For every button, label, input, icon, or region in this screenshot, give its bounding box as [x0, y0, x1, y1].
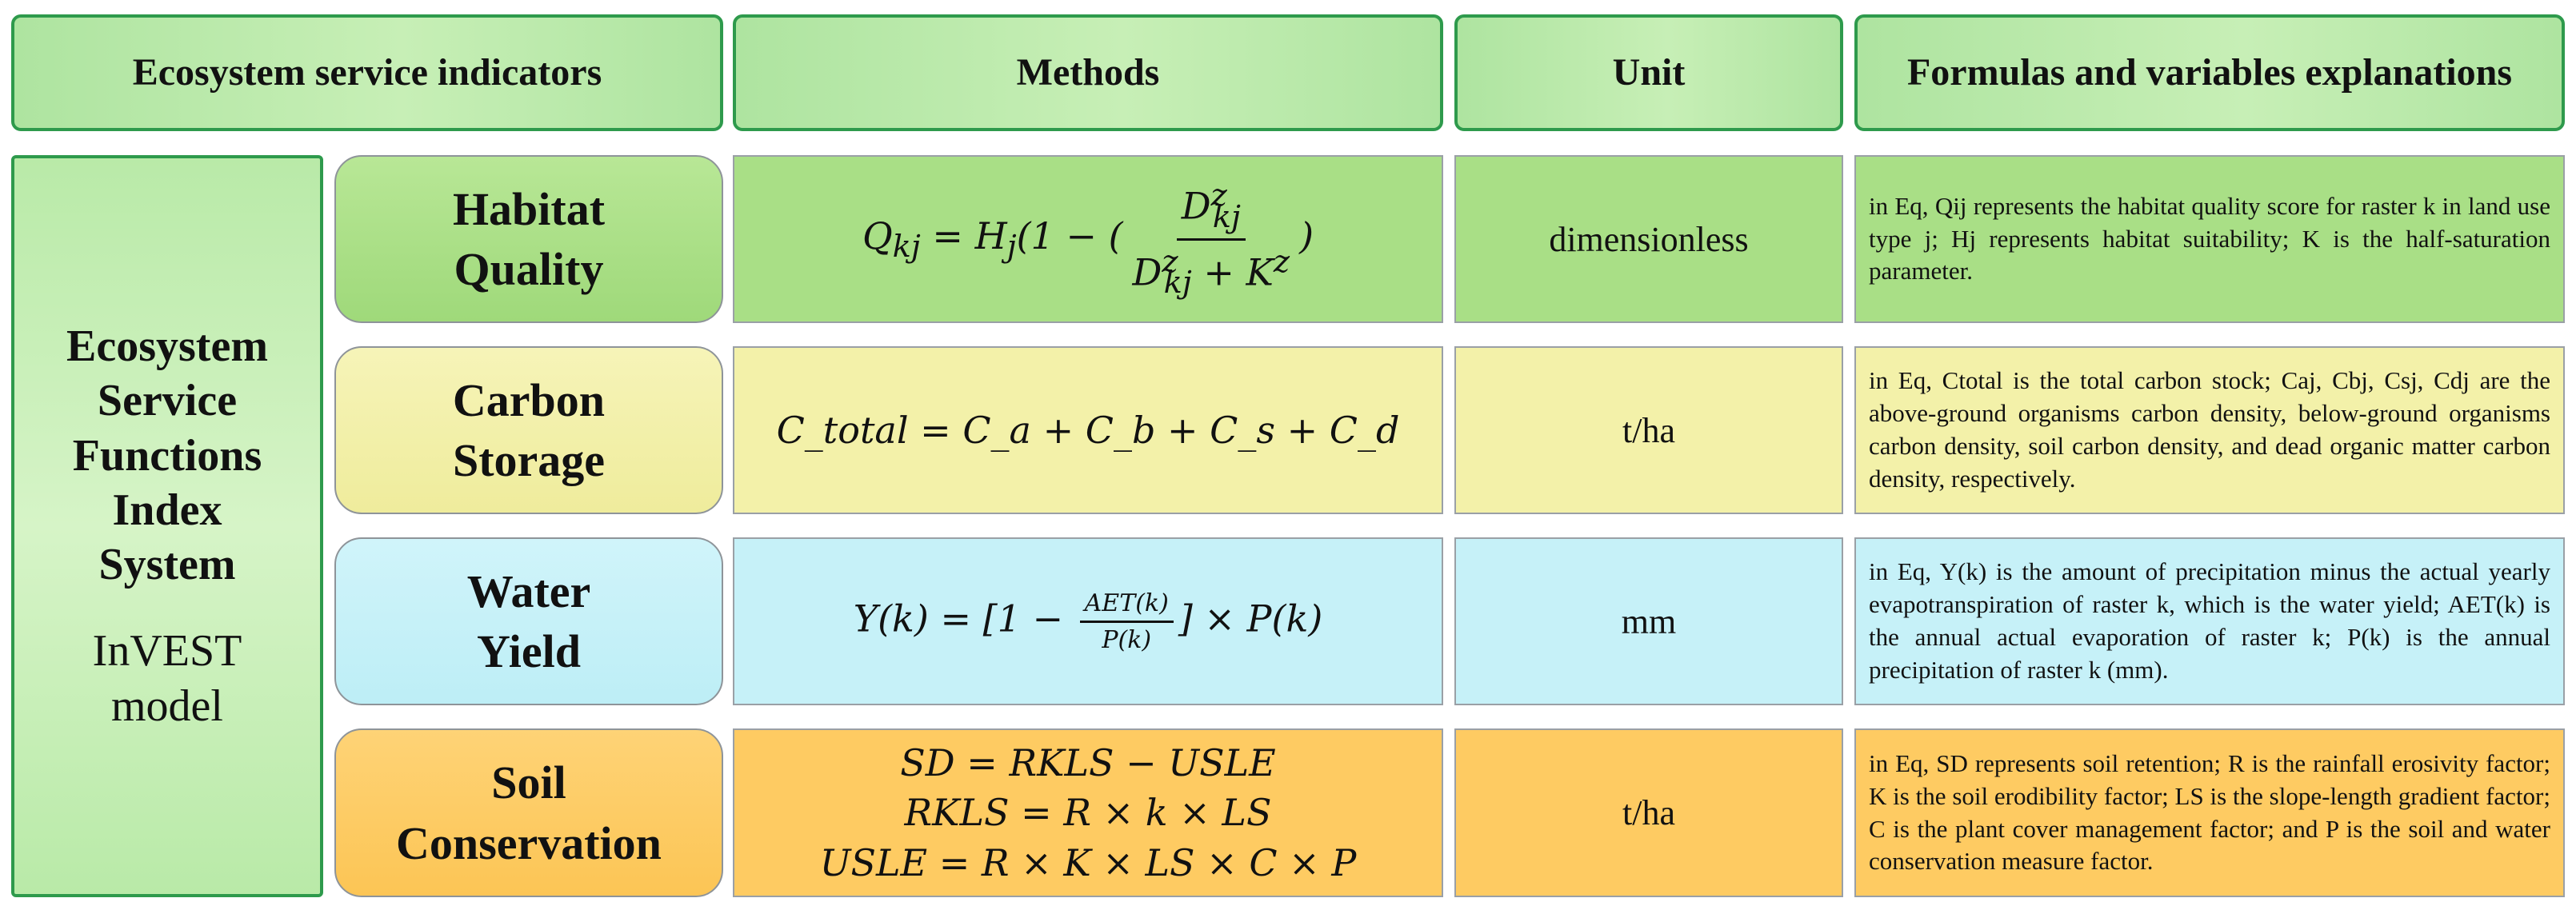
- indicator-habitat-quality: Habitat Quality: [334, 155, 723, 323]
- formula-part: D: [1132, 249, 1162, 293]
- indicator-line: Conservation: [396, 816, 662, 869]
- header-methods: Methods: [733, 14, 1443, 131]
- formula-carbon: C_total = C_a + C_b + C_s + C_d: [776, 409, 1400, 452]
- header-unit-label: Unit: [1612, 51, 1686, 94]
- unit-label: dimensionless: [1549, 219, 1749, 259]
- indicator-line: Quality: [454, 243, 604, 295]
- indicator-line: Water: [466, 565, 591, 617]
- formula-sub: j: [1006, 229, 1017, 265]
- explanation-carbon-storage: in Eq, Ctotal is the total carbon stock;…: [1854, 346, 2565, 514]
- explanation-water-yield: in Eq, Y(k) is the amount of precipitati…: [1854, 537, 2565, 705]
- indicator-line: Soil: [491, 756, 566, 809]
- formula-line: USLE = R × K × LS × C × P: [819, 840, 1357, 884]
- fraction-denominator: P(k): [1102, 625, 1152, 654]
- formula-sub: kj: [1163, 265, 1192, 301]
- indicator-line: Habitat: [452, 182, 606, 235]
- explanation-habitat-quality: in Eq, Qij represents the habitat qualit…: [1854, 155, 2565, 323]
- unit-habitat-quality: dimensionless: [1454, 155, 1843, 323]
- title-line: System: [98, 540, 236, 590]
- method-carbon-storage: C_total = C_a + C_b + C_s + C_d: [733, 346, 1443, 514]
- header-indicators: Ecosystem service indicators: [11, 14, 723, 131]
- indicator-soil-conservation: Soil Conservation: [334, 728, 723, 897]
- method-water-yield: Y(k) = [1 − AET(k)P(k)] × P(k): [733, 537, 1443, 705]
- formula-sub: kj: [1212, 198, 1241, 235]
- unit-label: t/ha: [1622, 410, 1675, 450]
- header-methods-label: Methods: [1016, 51, 1160, 94]
- formula-soil: SD = RKLS − USLE RKLS = R × k × LS USLE …: [820, 738, 1357, 887]
- method-soil-conservation: SD = RKLS − USLE RKLS = R × k × LS USLE …: [733, 728, 1443, 897]
- header-formulas-label: Formulas and variables explanations: [1906, 51, 2513, 94]
- title-line: Index: [112, 485, 222, 535]
- formula-line: SD = RKLS − USLE: [900, 741, 1276, 785]
- explanation-text: in Eq, SD represents soil retention; R i…: [1869, 748, 2550, 876]
- formula-part: Q: [862, 214, 893, 257]
- formula-part: = H: [920, 214, 1007, 257]
- formula-sup: z: [1273, 243, 1290, 280]
- formula-line: RKLS = R × k × LS: [904, 791, 1272, 835]
- formula-part: (1 − (: [1016, 214, 1123, 257]
- unit-label: mm: [1621, 601, 1677, 641]
- indicator-carbon-storage: Carbon Storage: [334, 346, 723, 514]
- model-line: InVEST: [92, 626, 242, 677]
- formula-part: D: [1181, 184, 1211, 228]
- formula-sub: kj: [892, 229, 921, 265]
- unit-water-yield: mm: [1454, 537, 1843, 705]
- header-unit: Unit: [1454, 14, 1843, 131]
- formula-fraction: AET(k)P(k): [1079, 589, 1174, 654]
- formula-part: ] × P(k): [1178, 597, 1323, 640]
- title-line: Functions: [72, 430, 262, 481]
- unit-label: t/ha: [1622, 793, 1675, 832]
- title-line: Ecosystem: [66, 321, 268, 371]
- fraction-numerator: Dzkj: [1176, 177, 1246, 241]
- formula-water: Y(k) = [1 − AET(k)P(k)] × P(k): [854, 589, 1323, 654]
- formula-part: + K: [1191, 249, 1274, 293]
- indicator-line: Yield: [477, 625, 581, 677]
- indicator-line: Carbon: [452, 373, 606, 426]
- explanation-text: in Eq, Qij represents the habitat qualit…: [1869, 191, 2550, 285]
- explanation-text: in Eq, Ctotal is the total carbon stock;…: [1869, 366, 2550, 493]
- explanation-text: in Eq, Y(k) is the amount of precipitati…: [1869, 557, 2550, 684]
- model-line: model: [111, 681, 223, 731]
- formula-part: ): [1299, 214, 1314, 257]
- explanation-soil-conservation: in Eq, SD represents soil retention; R i…: [1854, 728, 2565, 897]
- indicator-line: Storage: [452, 434, 606, 486]
- header-formulas: Formulas and variables explanations: [1854, 14, 2565, 131]
- formula-sup: z: [1210, 177, 1227, 214]
- indicator-water-yield: Water Yield: [334, 537, 723, 705]
- header-indicators-label: Ecosystem service indicators: [132, 51, 602, 94]
- unit-carbon-storage: t/ha: [1454, 346, 1843, 514]
- title-line: Service: [97, 376, 238, 426]
- index-system-title: Ecosystem Service Functions Index System: [66, 319, 268, 593]
- formula-part: Y(k) = [1 −: [853, 597, 1075, 640]
- formula-sup: z: [1162, 243, 1178, 280]
- model-name: InVEST model: [93, 624, 242, 733]
- fraction-numerator: AET(k): [1079, 589, 1174, 623]
- unit-soil-conservation: t/ha: [1454, 728, 1843, 897]
- index-system-panel: Ecosystem Service Functions Index System…: [11, 155, 323, 897]
- fraction-denominator: Dzkj + Kz: [1128, 241, 1295, 301]
